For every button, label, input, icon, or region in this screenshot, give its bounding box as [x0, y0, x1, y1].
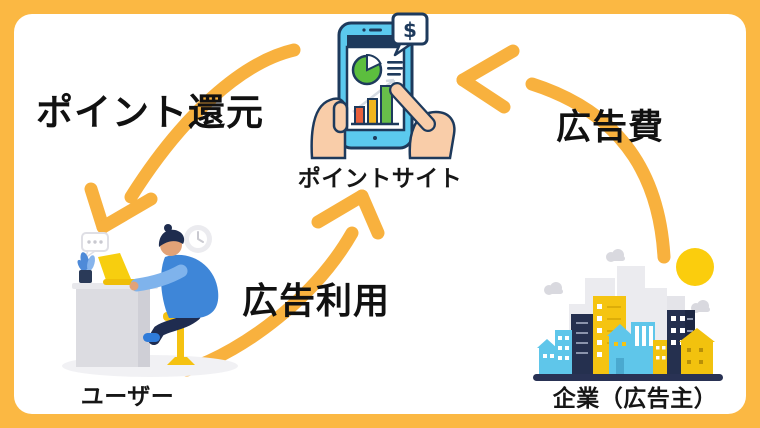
- desk-icon: [72, 283, 158, 367]
- text-lines-icon: [387, 61, 403, 76]
- point-site-illustration: $: [310, 12, 456, 160]
- city-buildings-icon: [533, 296, 723, 381]
- dollar-speech-bubble-icon: $: [391, 12, 429, 57]
- typing-speech-bubble-icon: [81, 232, 109, 261]
- arrow-ad-fee-icon: [456, 44, 671, 264]
- person-icon: [129, 224, 219, 345]
- city-ground-bar: [533, 374, 723, 381]
- arrow-label-point-redemption: ポイント還元: [36, 91, 264, 134]
- sun-icon: [676, 248, 714, 286]
- user-illustration: [62, 224, 238, 377]
- plant-icon: [77, 252, 95, 283]
- advertiser-illustration: [533, 248, 723, 381]
- dollar-sign: $: [403, 18, 417, 42]
- pie-chart-icon: [351, 53, 383, 86]
- home-button-icon: [373, 136, 377, 140]
- node-label-advertiser: 企業（広告主）: [552, 386, 718, 412]
- left-hand-icon: [310, 97, 349, 160]
- node-label-user: ユーザー: [80, 384, 175, 410]
- smartphone-icon: [337, 21, 414, 150]
- arrow-label-ad-usage: 広告利用: [242, 281, 391, 322]
- clock-icon: [184, 225, 212, 253]
- right-hand-icon: [389, 82, 456, 160]
- node-label-point-site: ポイントサイト: [297, 166, 463, 192]
- arrow-point-redemption-icon: [84, 43, 301, 234]
- arrow-label-ad-fee: 広告費: [556, 108, 665, 148]
